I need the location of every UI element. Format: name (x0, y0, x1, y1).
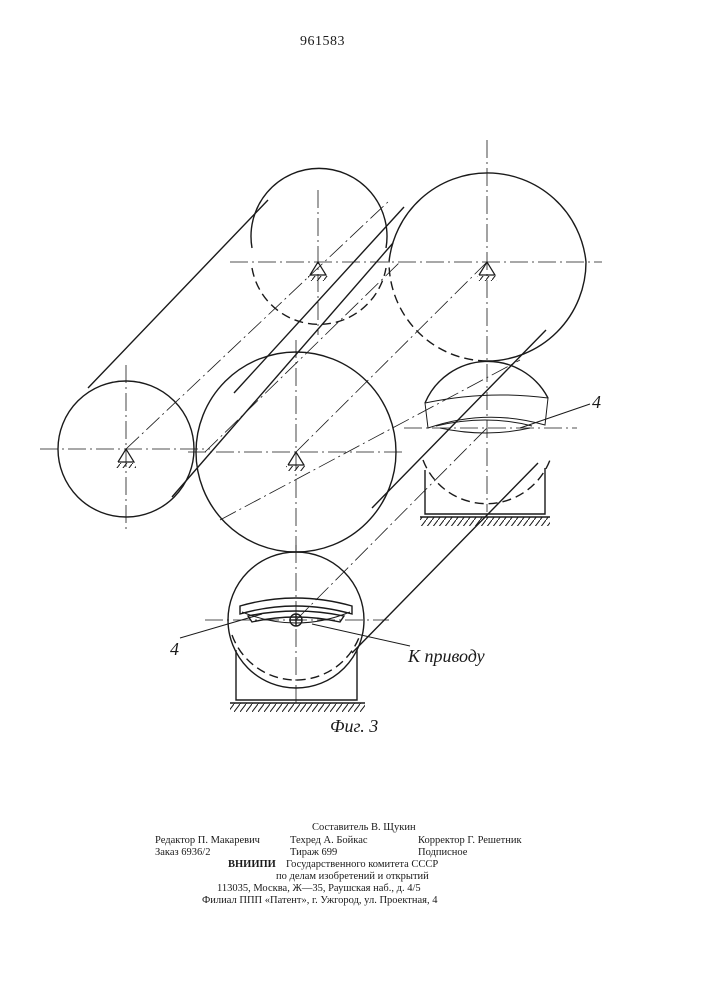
org-line-1: Государственного комитета СССР (286, 859, 438, 872)
compiler-line: Составитель В. Щукин (312, 822, 416, 835)
address-line: 113035, Москва, Ж—35, Раушская наб., д. … (217, 883, 421, 896)
subscription-line: Подписное (418, 847, 467, 860)
corrector-line: Корректор Г. Решетник (418, 835, 522, 848)
label-4-left: 4 (170, 639, 179, 659)
support-symbols (116, 262, 497, 471)
org-abbr: ВНИИПИ (228, 859, 276, 872)
branch-line: Филиал ППП «Патент», г. Ужгород, ул. Про… (202, 895, 437, 908)
roller-right-small-top (425, 361, 548, 403)
rollers (58, 168, 586, 688)
circulation-line: Тираж 699 (290, 847, 337, 860)
order-line: Заказ 6936/2 (155, 847, 210, 860)
techred-line: Техред А. Бойкас (290, 835, 368, 848)
roller-top-mid-solid (251, 168, 387, 248)
roller-right-small-dashed (423, 460, 550, 504)
right-bracket (420, 395, 550, 526)
label-4-right: 4 (592, 392, 601, 412)
label-drive: К приводу (407, 646, 485, 666)
roller-top-right-dashed (389, 262, 487, 361)
belt-lines (88, 200, 546, 653)
bottom-bracket (230, 598, 365, 712)
editor-line: Редактор П. Макаревич (155, 835, 260, 848)
org-line-2: по делам изобретений и открытий (276, 871, 429, 884)
figure-caption: Фиг. 3 (330, 716, 378, 736)
